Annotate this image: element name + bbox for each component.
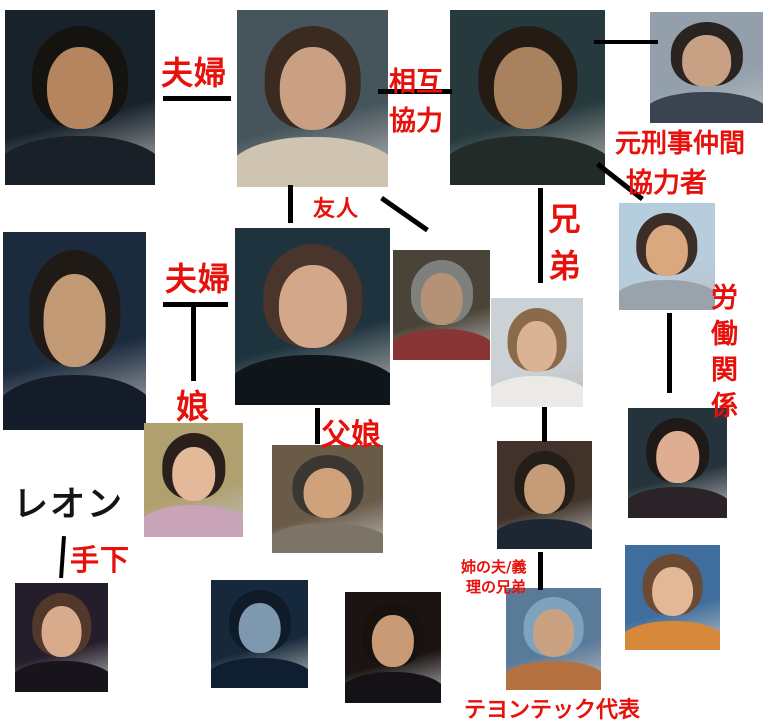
portrait-clothes: [3, 374, 146, 430]
portrait-ex-detective: [650, 12, 763, 123]
portrait-face: [171, 446, 216, 501]
portrait-face: [371, 615, 415, 668]
label-friend: 友人: [313, 197, 360, 222]
portrait-daughter-child: [144, 423, 243, 537]
portrait-face: [651, 567, 694, 617]
portrait-clothes: [393, 329, 490, 360]
label-father-daughter: 父娘: [321, 418, 381, 453]
connector-labor-relation: [667, 313, 672, 393]
portrait-wife-top-center: [237, 10, 388, 187]
connector-father-daughter: [315, 408, 320, 444]
label-daughter: 娘: [176, 387, 210, 426]
portrait-face: [420, 273, 463, 325]
portrait-clothes: [491, 376, 583, 407]
portrait-face: [278, 265, 347, 349]
portrait-husband-top-left: [5, 10, 155, 185]
portrait-face: [681, 35, 732, 88]
label-mutual-help-line1: 相互: [389, 67, 443, 98]
connector-ceo: [538, 552, 543, 590]
connector-couple-top: [163, 96, 231, 101]
label-ex-detective-line2: 協力者: [626, 168, 707, 199]
portrait-clothes: [211, 657, 308, 688]
portrait-clothes: [650, 91, 763, 123]
label-mutual-help-line2: 協力: [389, 106, 443, 137]
label-brother-in-law-line2: 理の兄弟: [466, 578, 527, 596]
portrait-clothes: [506, 661, 601, 690]
portrait-wife-center: [235, 228, 390, 405]
portrait-face: [41, 605, 82, 658]
portrait-clothes: [619, 280, 715, 310]
portrait-father-glasses: [272, 445, 383, 553]
label-labor-relation: 労働関係: [711, 283, 738, 422]
label-teyontech-ceo: テヨンテック代表: [464, 698, 641, 722]
label-couple-top: 夫婦: [161, 54, 228, 92]
portrait-husband-left: [3, 232, 146, 430]
portrait-underling-woman: [15, 583, 108, 692]
portrait-clothes: [345, 671, 441, 703]
label-leon: レオン: [13, 485, 125, 525]
portrait-clothes: [235, 355, 390, 405]
portrait-heavy-man: [345, 592, 441, 703]
connector-ex-detective: [594, 40, 658, 44]
portrait-face: [523, 463, 566, 515]
connector-friend-diagonal: [380, 196, 429, 233]
portrait-man-top-right: [450, 10, 605, 185]
portrait-clothes: [15, 661, 108, 692]
portrait-man-blue: [211, 580, 308, 688]
portrait-labor-woman: [628, 408, 727, 518]
label-brother-in-law-line1: 姉の夫/義: [461, 558, 527, 576]
portrait-brother-in-law: [497, 441, 592, 549]
portrait-younger-brother: [491, 298, 583, 407]
portrait-collaborator: [619, 203, 715, 310]
portrait-clothes: [144, 505, 243, 537]
label-brothers: 兄弟: [548, 200, 582, 285]
portrait-old-woman-friend: [393, 250, 490, 360]
portrait-face: [303, 467, 352, 519]
portrait-face: [516, 320, 558, 373]
portrait-face: [47, 46, 113, 129]
portrait-clothes: [497, 518, 592, 549]
portrait-clothes: [237, 137, 388, 187]
connector-mutual-help: [378, 89, 452, 94]
connector-daughter: [191, 302, 196, 381]
portrait-face: [532, 609, 575, 658]
portrait-clothes: [5, 136, 155, 185]
label-couple-left: 夫婦: [165, 260, 232, 298]
portrait-teyontech-ceo: [506, 588, 601, 690]
label-ex-detective-line1: 元刑事仲間: [615, 129, 746, 159]
portrait-face: [493, 46, 562, 129]
connector-brothers: [538, 188, 543, 283]
connector-friend-vertical: [288, 185, 293, 223]
connector-brother-in-law: [542, 407, 547, 442]
portrait-face: [279, 47, 346, 131]
connector-underling: [59, 536, 66, 579]
portrait-face: [645, 225, 689, 276]
portrait-clothes: [272, 522, 383, 553]
label-underling: 手下: [70, 543, 131, 577]
portrait-face: [238, 602, 281, 654]
portrait-clothes: [625, 620, 720, 650]
portrait-clothes: [628, 487, 727, 518]
portrait-orange-youth: [625, 545, 720, 650]
portrait-clothes: [450, 136, 605, 185]
portrait-face: [655, 431, 700, 483]
portrait-face: [43, 273, 106, 367]
